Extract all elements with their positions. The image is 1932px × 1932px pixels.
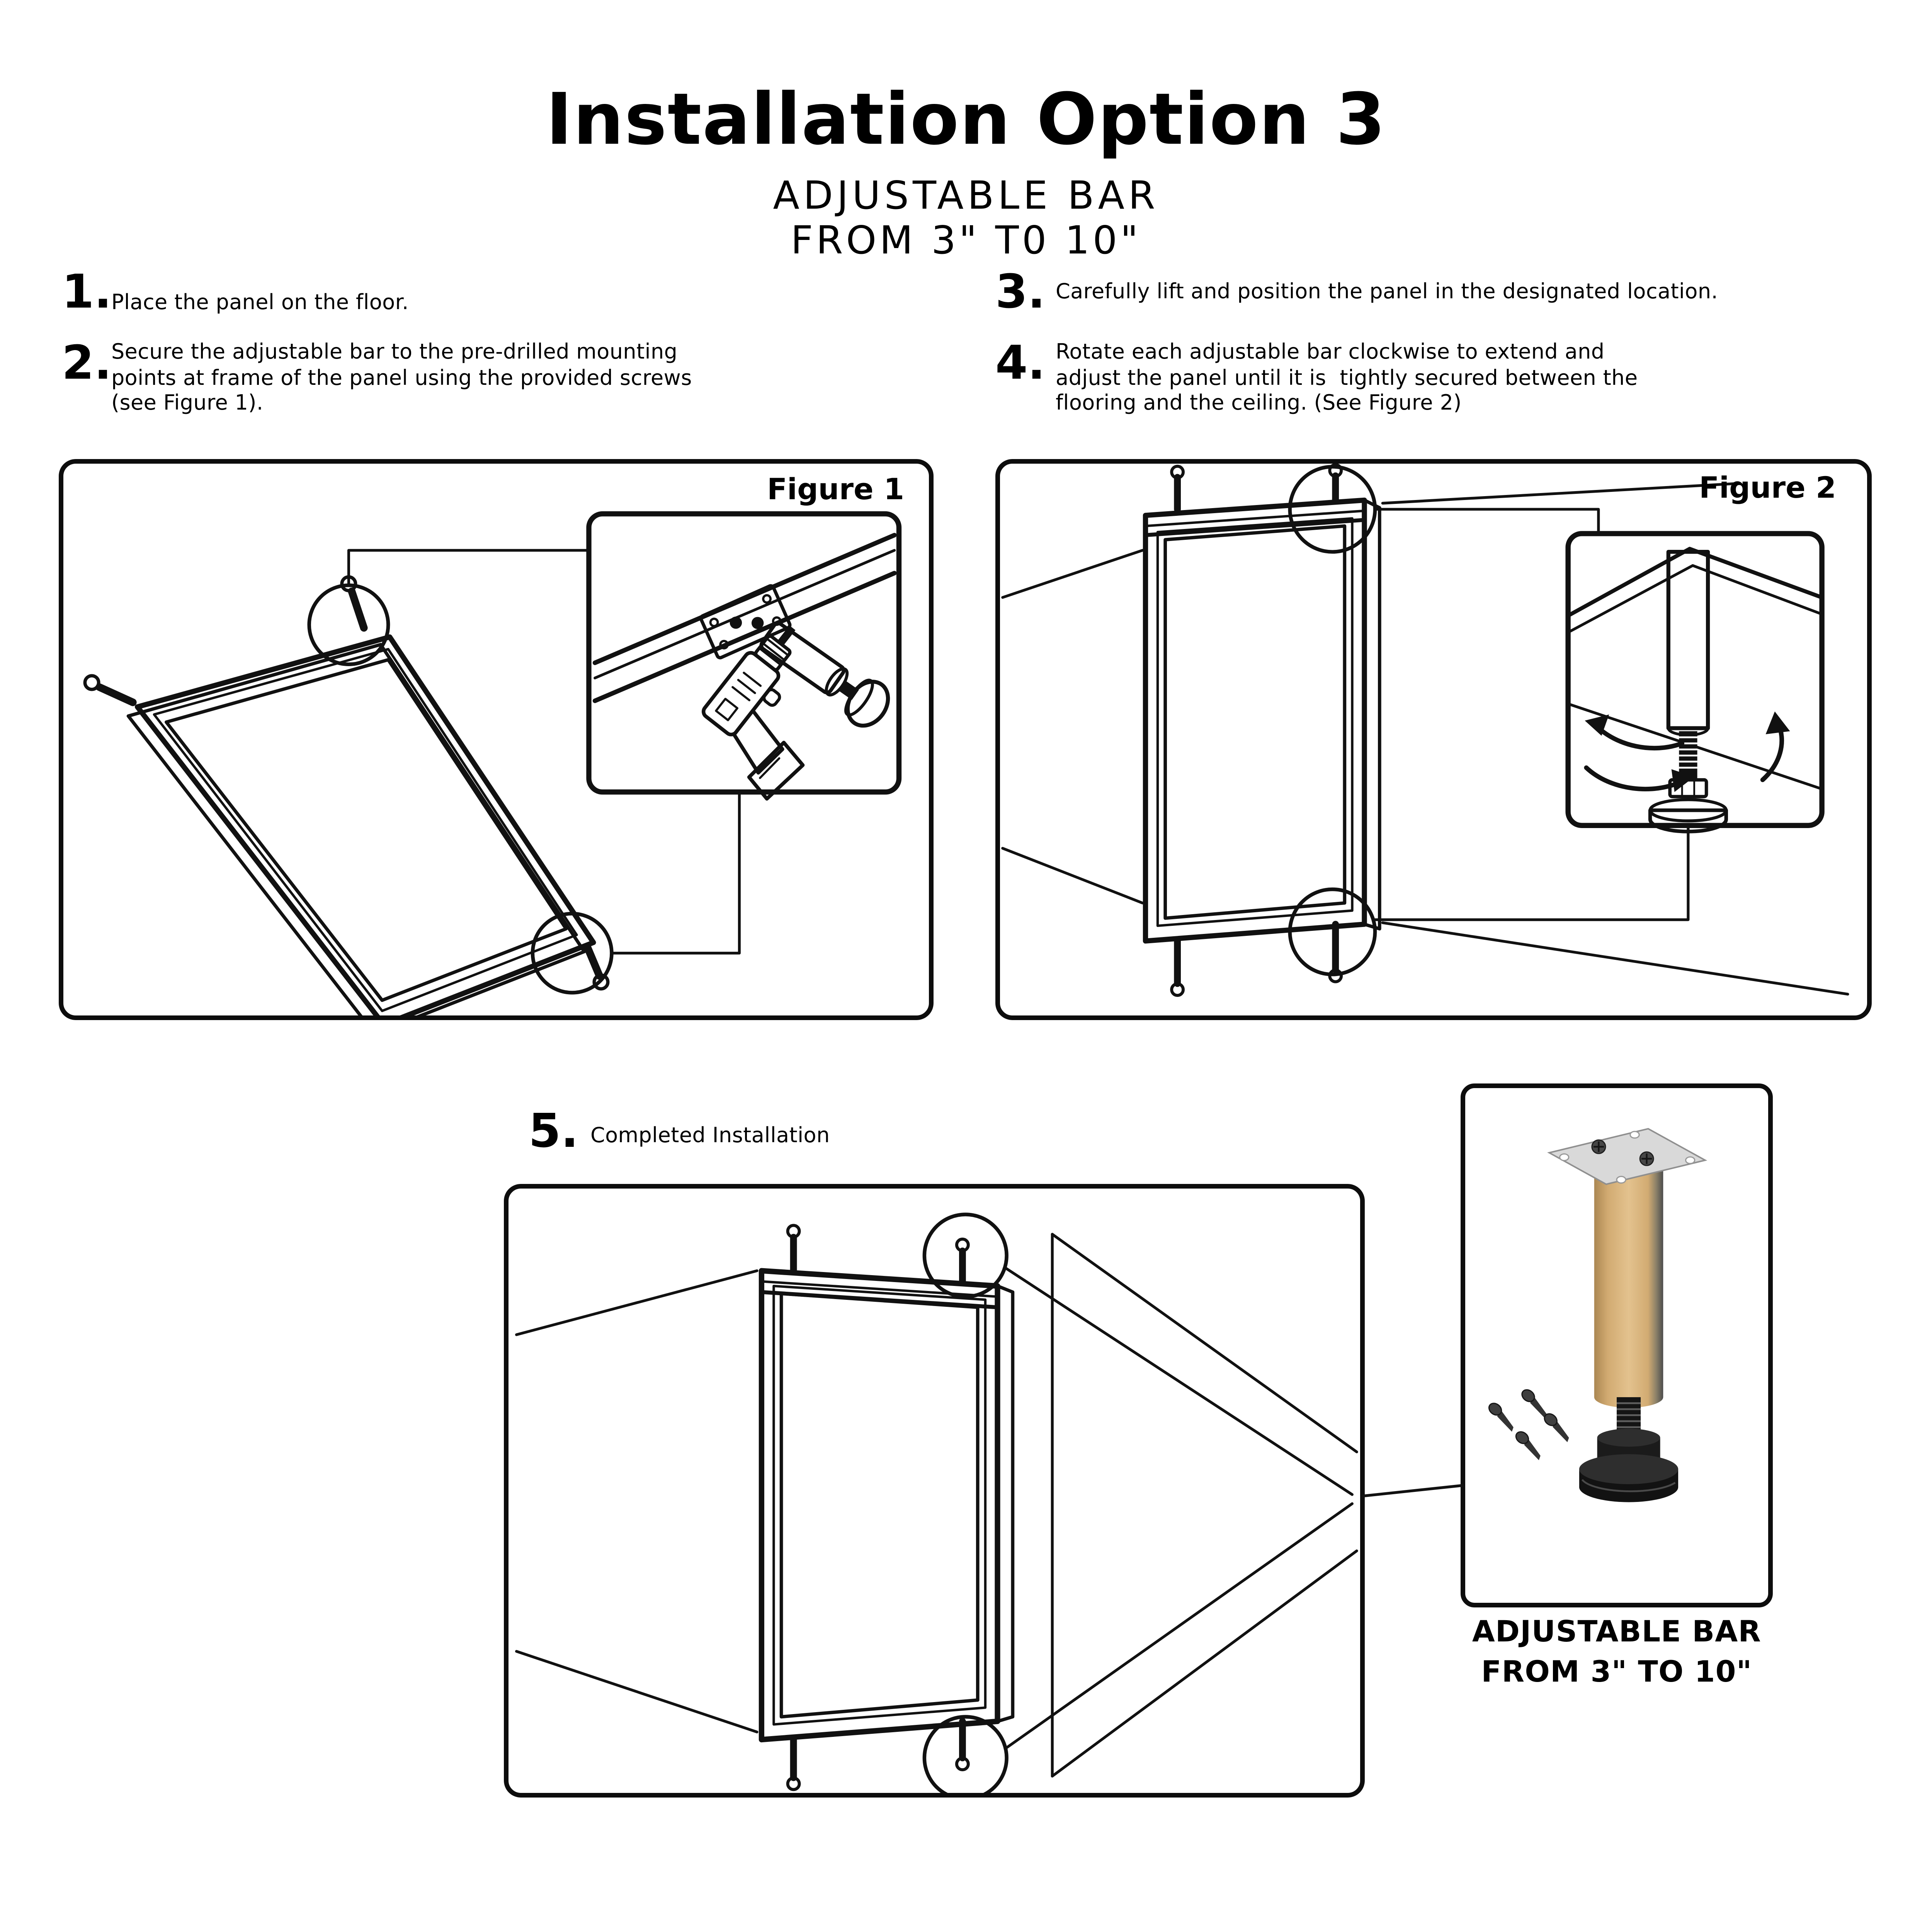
step-4-text: Rotate each adjustable bar clockwise to … (1056, 340, 1638, 417)
highlight-circle-bottom (1288, 887, 1377, 976)
ceiling-corner-line-2 (1566, 564, 1823, 634)
step-2-text: Secure the adjustable bar to the pre-dri… (111, 340, 692, 417)
leader-line-top (1374, 508, 1600, 535)
leader-line-bottom (1003, 1502, 1354, 1750)
figure-2-box: Figure 2 (995, 459, 1872, 1020)
step-5-number: 5. (529, 1105, 579, 1159)
leader-line-bottom (1374, 825, 1690, 921)
page-title: Installation Option 3 (546, 77, 1386, 161)
corner-rods (1170, 464, 1343, 997)
figure-1-box: Figure 1 (59, 459, 934, 1020)
figure-1-inset (586, 511, 902, 801)
step-3-number: 3. (995, 266, 1046, 320)
figure-1-illustration (83, 511, 902, 1015)
leader-line-top (1003, 1266, 1354, 1496)
page-subtitle-range: FROM 3" T0 10" (791, 218, 1141, 263)
highlight-circle-bottom (922, 1715, 1009, 1793)
highlight-circle-top (922, 1213, 1009, 1299)
wood-leg-icon (1594, 1156, 1663, 1408)
page-subtitle: ADJUSTABLE BAR (773, 173, 1159, 218)
step-2-number: 2. (62, 337, 112, 391)
completed-installation-box (504, 1184, 1365, 1798)
mounting-plate-icon (699, 584, 792, 660)
step-1-number: 1. (62, 266, 112, 320)
screws-icon (1488, 1389, 1569, 1460)
adjustable-foot-icon (1648, 550, 1728, 833)
leader-line-bottom (610, 791, 741, 955)
figure-2-inset (1565, 531, 1825, 833)
panel-upright-illustration (759, 1268, 1015, 1743)
leader-line-top (347, 549, 590, 587)
adjustable-bar-box (1461, 1083, 1773, 1607)
step-3-text: Carefully lift and position the panel in… (1056, 280, 1718, 304)
adjustable-bar-caption-line2: FROM 3" TO 10" (1481, 1655, 1752, 1689)
room-corner-lines (515, 1233, 1358, 1778)
panel-flat-illustration (126, 634, 596, 1015)
frame-rails (592, 532, 897, 703)
ceiling-corner-line (1566, 547, 1824, 618)
adjustable-bar-caption: ADJUSTABLE BAR FROM 3" TO 10" (1434, 1614, 1799, 1693)
step-5-text: Completed Installation (590, 1124, 830, 1148)
figure-2-illustration (1001, 464, 1849, 997)
room-lines (1001, 482, 1849, 996)
adjustable-foot-icon (1579, 1429, 1679, 1502)
step-4-number: 4. (995, 337, 1046, 391)
corner-rods (786, 1224, 970, 1791)
drill-icon (702, 625, 805, 801)
figure-1-label: Figure 1 (767, 473, 904, 507)
adjustable-bar-illustration (1488, 1128, 1708, 1502)
mounting-plate-icon (1547, 1128, 1708, 1185)
panel-upright-illustration (1143, 497, 1381, 944)
rotation-arrows-icon (1584, 711, 1790, 792)
completed-installation-illustration (515, 1213, 1358, 1793)
corner-rods (83, 575, 610, 991)
step-1-text: Place the panel on the floor. (111, 291, 409, 315)
bar-and-foot (759, 621, 890, 728)
figure-2-label: Figure 2 (1699, 471, 1836, 505)
adjustable-bar-caption-line1: ADJUSTABLE BAR (1472, 1615, 1762, 1649)
